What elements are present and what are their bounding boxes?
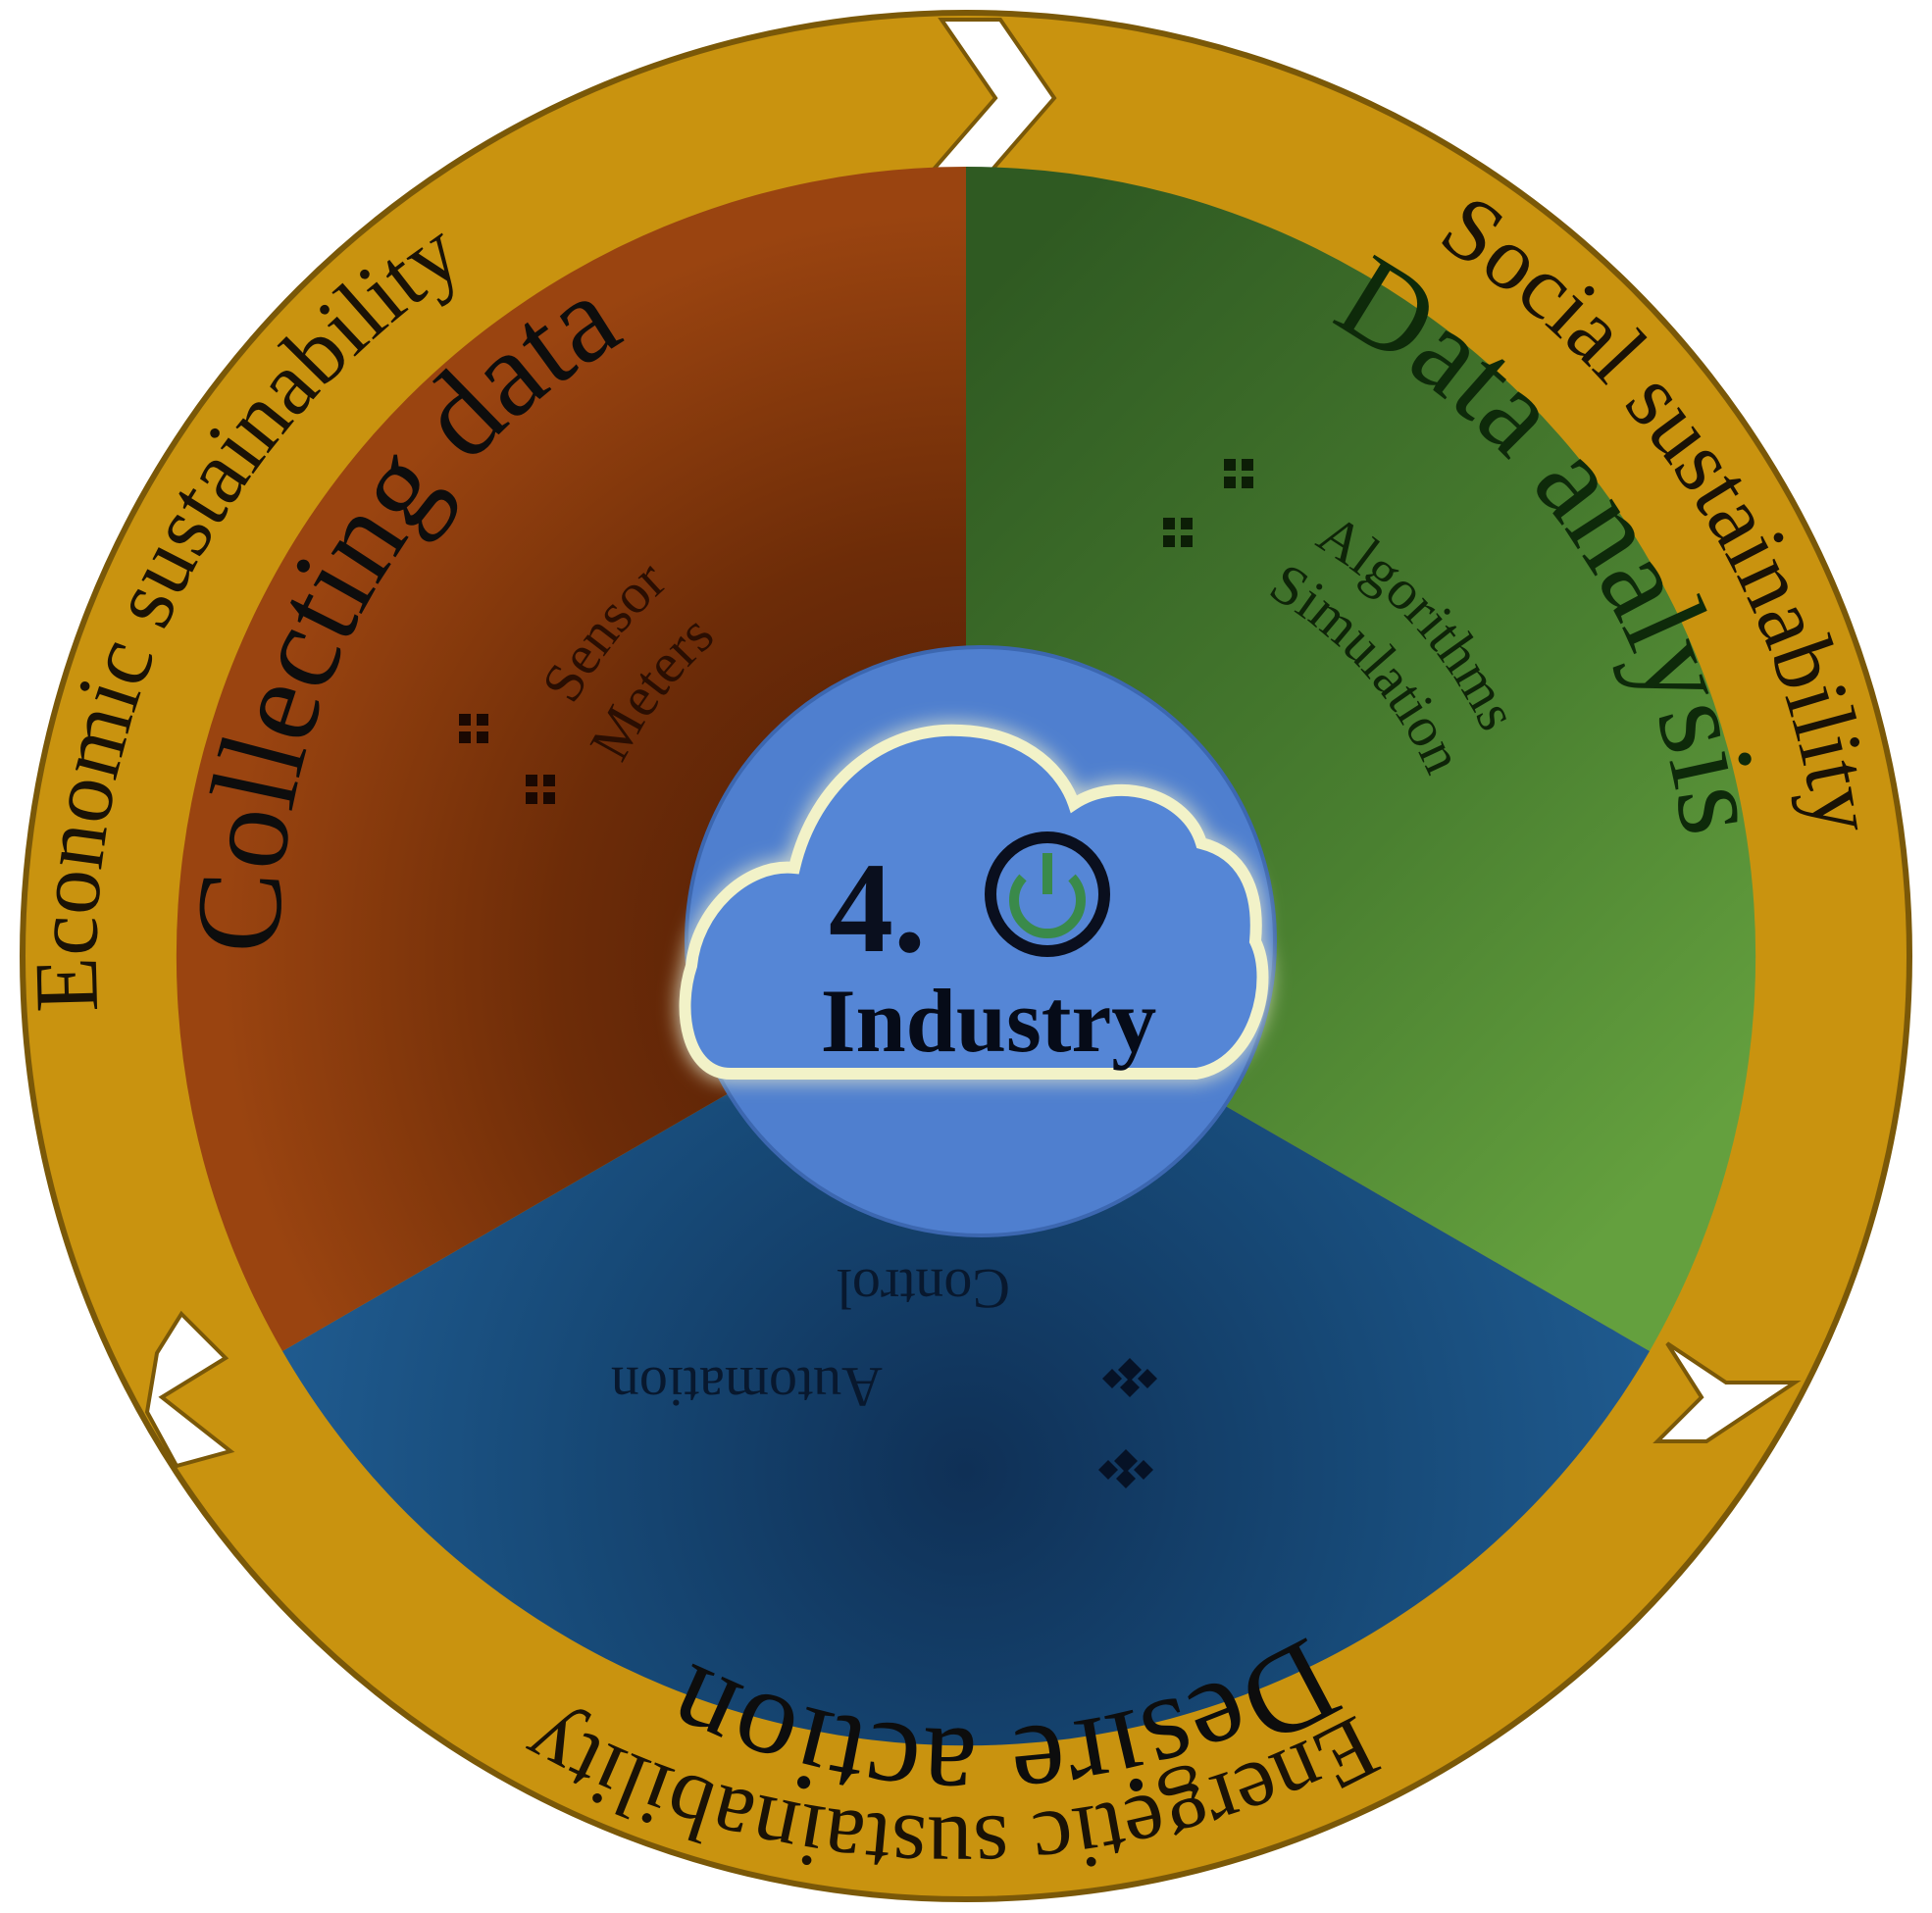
bullet-marker-automation (1102, 1358, 1157, 1397)
power-icon (985, 831, 1110, 957)
bullet-automation: Automation (611, 1355, 883, 1419)
bullet-marker-algorithms (1224, 459, 1253, 488)
bullets-action: Automation Control (611, 1257, 1010, 1419)
bullet-marker-meters (526, 775, 555, 804)
bullet-marker-sensor (459, 714, 488, 743)
sector-desire-action (282, 956, 1650, 1746)
hub-number: 4. (829, 835, 926, 980)
chevron-right (1652, 1341, 1802, 1443)
hub-word: Industry (821, 971, 1157, 1071)
chevron-left (144, 1310, 235, 1469)
bullet-marker-control (1098, 1449, 1153, 1488)
cloud-outline (679, 724, 1269, 1080)
bullet-control: Control (837, 1257, 1010, 1321)
bullet-marker-simulation (1163, 518, 1193, 547)
